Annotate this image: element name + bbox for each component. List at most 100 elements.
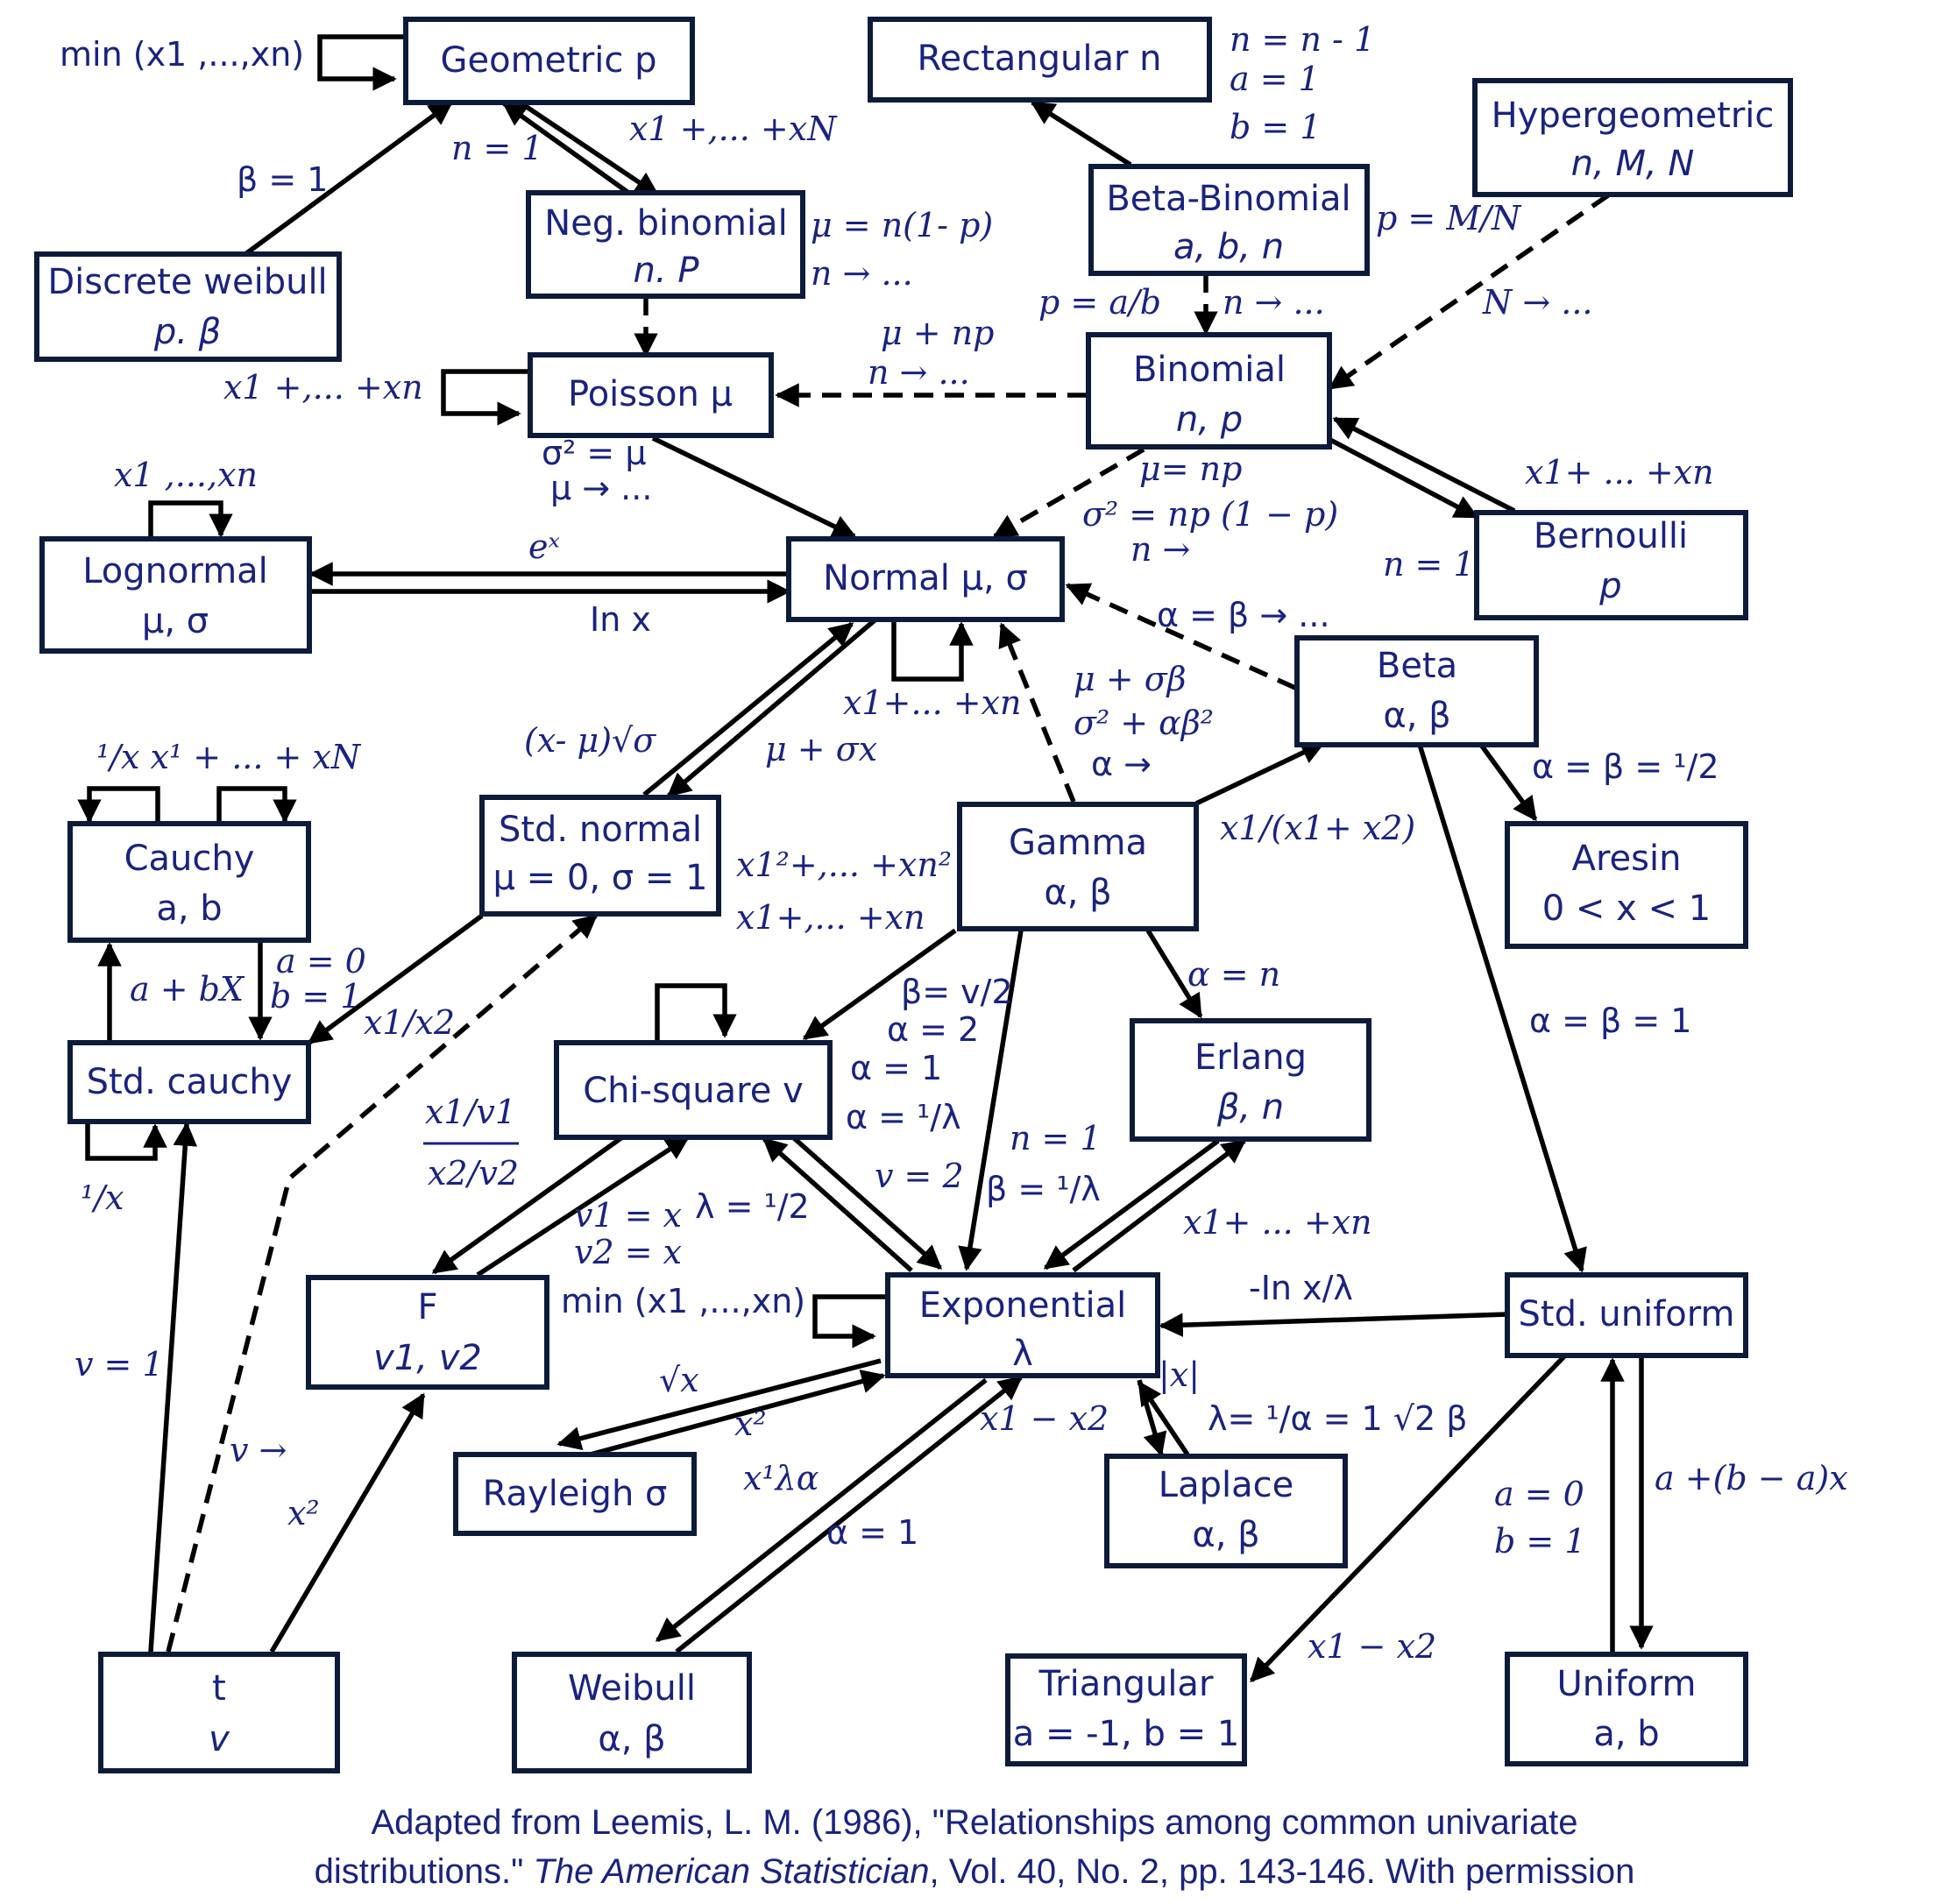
edge-betabin-rectangular [1030, 100, 1132, 167]
node-std-cauchy: Std. cauchy [67, 1040, 311, 1124]
node-hypergeometric: Hypergeometric n, M, N [1472, 78, 1793, 197]
edge-labels: min (x1 ,...,xn) β = 1 n = 1 x1 +,... +x… [60, 20, 1848, 1666]
node-aresin-params: 0 < x < 1 [1542, 888, 1711, 929]
node-beta-binomial-label: Beta-Binomial [1106, 179, 1350, 219]
label-bin-norm-mu: μ= np [1139, 449, 1242, 488]
label-rect-b: b = 1 [1230, 108, 1322, 146]
label-gam-norm-a: α → [1091, 745, 1152, 783]
node-lognormal-params: μ, σ [142, 601, 209, 641]
node-erlang: Erlang β, n [1130, 1018, 1371, 1142]
node-gamma: Gamma α, β [957, 802, 1199, 931]
label-rect-a: a = 1 [1230, 60, 1320, 98]
label-unif-a0: a = 0 [1494, 1475, 1584, 1513]
label-wei-x: x¹λα [743, 1459, 819, 1497]
node-poisson-label: Poisson μ [568, 374, 733, 414]
label-beta-unif: α = β = 1 [1529, 1002, 1691, 1040]
edge-bernoulli-binomial [1332, 416, 1516, 513]
node-erlang-label: Erlang [1194, 1037, 1307, 1078]
edge-poisson-normal [651, 435, 857, 539]
label-wei-a1: α = 1 [826, 1513, 918, 1552]
node-neg-binomial-label: Neg. binomial [544, 203, 787, 244]
node-weibull: Weibull α, β [512, 1652, 752, 1773]
node-geometric: Geometric p [403, 17, 695, 105]
edge-beta-aresin [1478, 743, 1538, 822]
edge-beta-normal [1065, 583, 1297, 690]
label-unif-ln: -In x/λ [1249, 1269, 1353, 1307]
label-abs-x: |x| [1159, 1355, 1200, 1394]
edge-t-stdcauchy [148, 1122, 198, 1653]
edge-weibull-exponential [675, 1375, 1024, 1654]
node-gamma-label: Gamma [1009, 823, 1147, 863]
edge-chisquare-exponential [791, 1135, 943, 1271]
label-norm-self: x1+... +xn [843, 683, 1022, 722]
edge-stduniform-triangular [1250, 1355, 1566, 1682]
edge-gamma-beta [1194, 740, 1326, 806]
edge-gamma-erlang [1145, 929, 1203, 1019]
label-gam-beta: x1/(x1+ x2) [1220, 809, 1415, 847]
label-geo-nb-n1: n = 1 [451, 129, 543, 167]
edge-binomial-bernoulli [1329, 437, 1479, 520]
label-unif-ab: a +(b − a)x [1655, 1459, 1848, 1497]
label-f-v2: v2 = x [574, 1233, 682, 1271]
label-erl-n1: n = 1 [1010, 1119, 1102, 1157]
edge-exponential-chisquare [762, 1136, 913, 1273]
node-std-uniform-label: Std. uniform [1519, 1294, 1735, 1334]
node-chi-square: Chi-square v [554, 1040, 833, 1140]
label-chi-sq-sum: x1²+,... +xn² [736, 846, 952, 884]
node-f-params: v1, v2 [373, 1338, 482, 1378]
edge-laplace-exponential [1137, 1380, 1190, 1456]
label-bin-pois-n: n → ... [868, 353, 970, 392]
label-exp-x: eˣ [528, 527, 560, 566]
label-ln-x: In x [590, 600, 651, 639]
label-gam-chi-b: β= v/2 [901, 973, 1013, 1011]
edge-t-f [269, 1392, 426, 1653]
label-f-ratio-top: x1/v1 [425, 1093, 516, 1131]
label-ratio-x1x2: x1/x2 [364, 1003, 455, 1042]
node-aresin: Aresin 0 < x < 1 [1505, 821, 1748, 949]
label-sqrt-x: √x [659, 1361, 699, 1399]
edge-stdnormal-normal [642, 621, 854, 797]
node-beta: Beta α, β [1294, 635, 1539, 747]
edge-chisquare-f [431, 1135, 624, 1275]
node-hypergeometric-label: Hypergeometric [1492, 96, 1775, 136]
node-normal: Normal μ, σ [786, 536, 1065, 622]
node-triangular-label: Triangular [1038, 1664, 1214, 1704]
node-discrete-weibull-label: Discrete weibull [47, 262, 327, 302]
label-gam-erl: α = n [1187, 955, 1280, 994]
node-exponential: Exponential λ [885, 1272, 1160, 1378]
node-bernoulli: Bernoulli p [1474, 510, 1748, 620]
node-std-uniform: Std. uniform [1505, 1272, 1748, 1358]
node-neg-binomial-params: n. P [634, 251, 700, 291]
node-std-normal-params: μ = 0, σ = 1 [493, 858, 707, 898]
edge-exponential-rayleigh [556, 1358, 882, 1451]
node-uniform-params: a, b [1593, 1714, 1659, 1754]
node-poisson: Poisson μ [528, 352, 774, 438]
node-lognormal-label: Lognormal [82, 551, 268, 591]
label-dw-geo: β = 1 [237, 160, 328, 199]
label-beta-aresin: α = β = ¹/2 [1532, 747, 1719, 786]
label-hyp-ninf: N → ... [1482, 283, 1593, 322]
node-beta-binomial-params: a, b, n [1173, 227, 1284, 267]
label-gam-norm-var: σ² + αβ² [1074, 704, 1214, 742]
label-bin-norm-n: n → [1130, 530, 1190, 569]
normal-self-loop [891, 620, 974, 682]
node-exponential-params: λ [1012, 1334, 1033, 1374]
label-erl-b: β = ¹/λ [986, 1170, 1101, 1208]
label-pois-var: σ² = μ [542, 434, 647, 472]
label-pois-sum: x1 +,... +xn [223, 368, 423, 407]
node-rayleigh: Rayleigh σ [453, 1452, 697, 1536]
label-beta-norm: α = β → ... [1157, 596, 1330, 634]
label-unif-b1: b = 1 [1494, 1522, 1586, 1561]
edge-hyper-binomial [1328, 193, 1610, 391]
geometric-self-loop [317, 34, 408, 91]
node-std-cauchy-label: Std. cauchy [87, 1062, 293, 1102]
edge-beta-stduniform [1417, 744, 1587, 1273]
node-beta-params: α, β [1383, 696, 1450, 736]
label-tri-diff: x1 − x2 [1308, 1627, 1436, 1666]
label-normal-sum: x1+,... +xn [736, 898, 925, 937]
citation-caption: Adapted from Leemis, L. M. (1986), "Rela… [0, 1798, 1949, 1896]
node-discrete-weibull-params: p. β [153, 312, 221, 352]
label-diff-x1x2: x1 − x2 [980, 1399, 1109, 1438]
node-std-normal: Std. normal μ = 0, σ = 1 [479, 795, 721, 917]
label-gam-norm-mu: μ + σβ [1074, 660, 1187, 698]
